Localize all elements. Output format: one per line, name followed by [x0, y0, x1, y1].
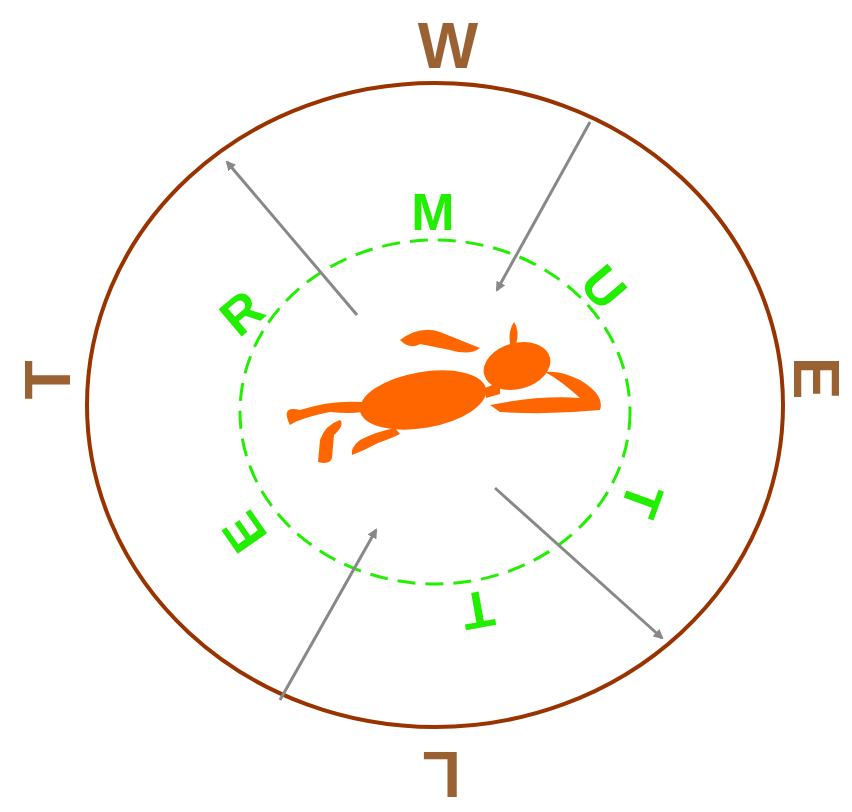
outer-letter: E	[784, 357, 848, 400]
inner-letter: U	[572, 256, 636, 318]
inner-letter: T	[612, 476, 672, 524]
outer-letter: T	[16, 360, 80, 399]
inner-letter: R	[211, 281, 273, 345]
direction-arrows	[227, 122, 662, 700]
inner-letter: T	[458, 582, 498, 639]
inner-letter: M	[411, 186, 454, 238]
outer-letter: W	[418, 14, 478, 78]
ant-figure	[287, 322, 601, 463]
inner-letter: E	[213, 503, 275, 561]
outer-letter: L	[422, 742, 461, 806]
outer-circle	[87, 83, 783, 727]
inner-dashed-circle	[240, 240, 630, 584]
